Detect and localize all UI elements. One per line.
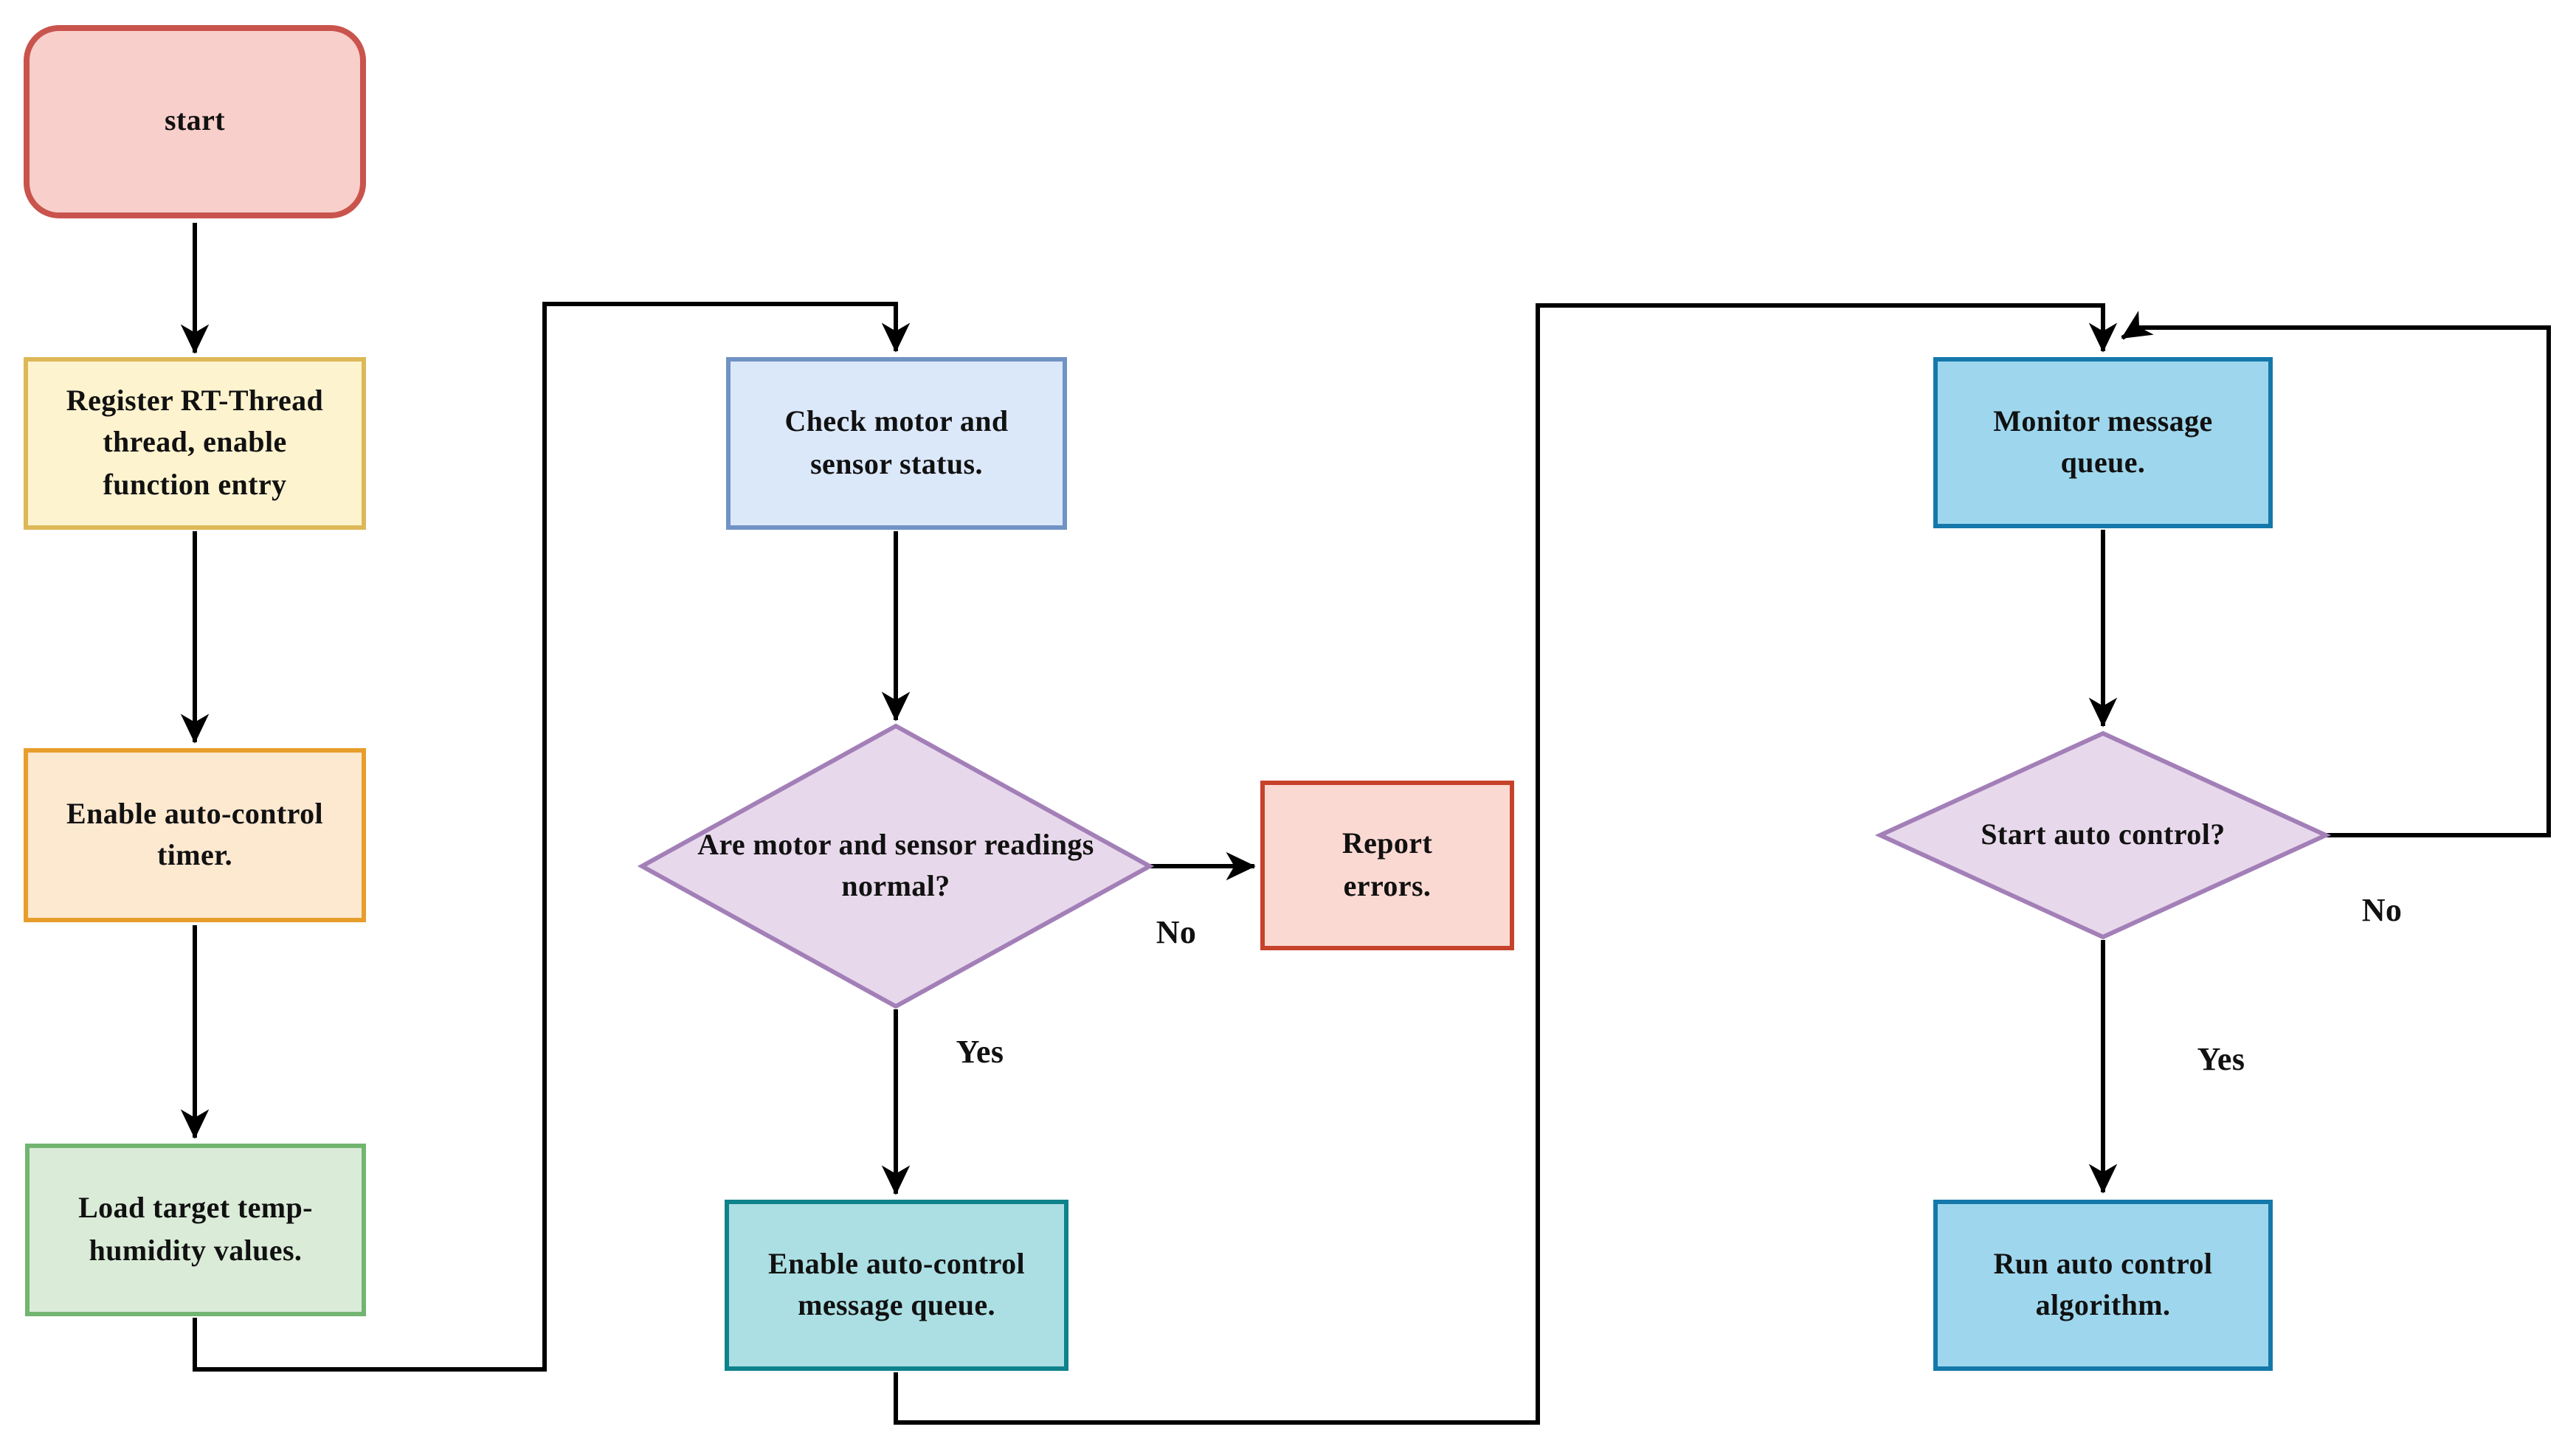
node-enable-msg-queue: Enable auto-control message queue. <box>725 1200 1068 1371</box>
node-load-values: Load target temp- humidity values. <box>25 1144 366 1316</box>
node-run-algorithm-label: Run auto control algorithm. <box>1993 1248 2213 1322</box>
decision-start-auto-control <box>1874 730 2332 940</box>
node-load-values-label: Load target temp- humidity values. <box>78 1192 313 1267</box>
node-report-errors: Report errors. <box>1260 781 1514 950</box>
node-register-thread: Register RT-Thread thread, enable functi… <box>24 357 366 530</box>
edge-load-to-check <box>193 302 911 1372</box>
node-check-status-label: Check motor and sensor status. <box>784 406 1009 480</box>
edge-decision2-no-loop <box>2121 311 2551 837</box>
edge-label-yes-1: Yes <box>956 1033 1004 1071</box>
node-enable-timer-label: Enable auto-control timer. <box>66 798 323 872</box>
node-start: start <box>24 25 366 218</box>
node-enable-timer: Enable auto-control timer. <box>24 748 366 922</box>
node-monitor-queue-label: Monitor message queue. <box>1993 405 2213 480</box>
node-register-thread-label: Register RT-Thread thread, enable functi… <box>66 384 324 502</box>
edge-queue-to-monitor <box>894 303 2118 1425</box>
edge-label-yes-2: Yes <box>2197 1040 2245 1078</box>
decision-readings-normal <box>637 723 1155 1009</box>
node-start-label: start <box>165 105 225 138</box>
node-report-errors-label: Report errors. <box>1341 828 1433 902</box>
node-enable-msg-queue-label: Enable auto-control message queue. <box>768 1248 1025 1322</box>
node-run-algorithm: Run auto control algorithm. <box>1933 1200 2273 1371</box>
edge-label-no-1: No <box>1156 913 1197 951</box>
node-monitor-queue: Monitor message queue. <box>1933 357 2273 528</box>
node-check-status: Check motor and sensor status. <box>726 357 1067 530</box>
edge-label-no-2: No <box>2361 891 2403 929</box>
